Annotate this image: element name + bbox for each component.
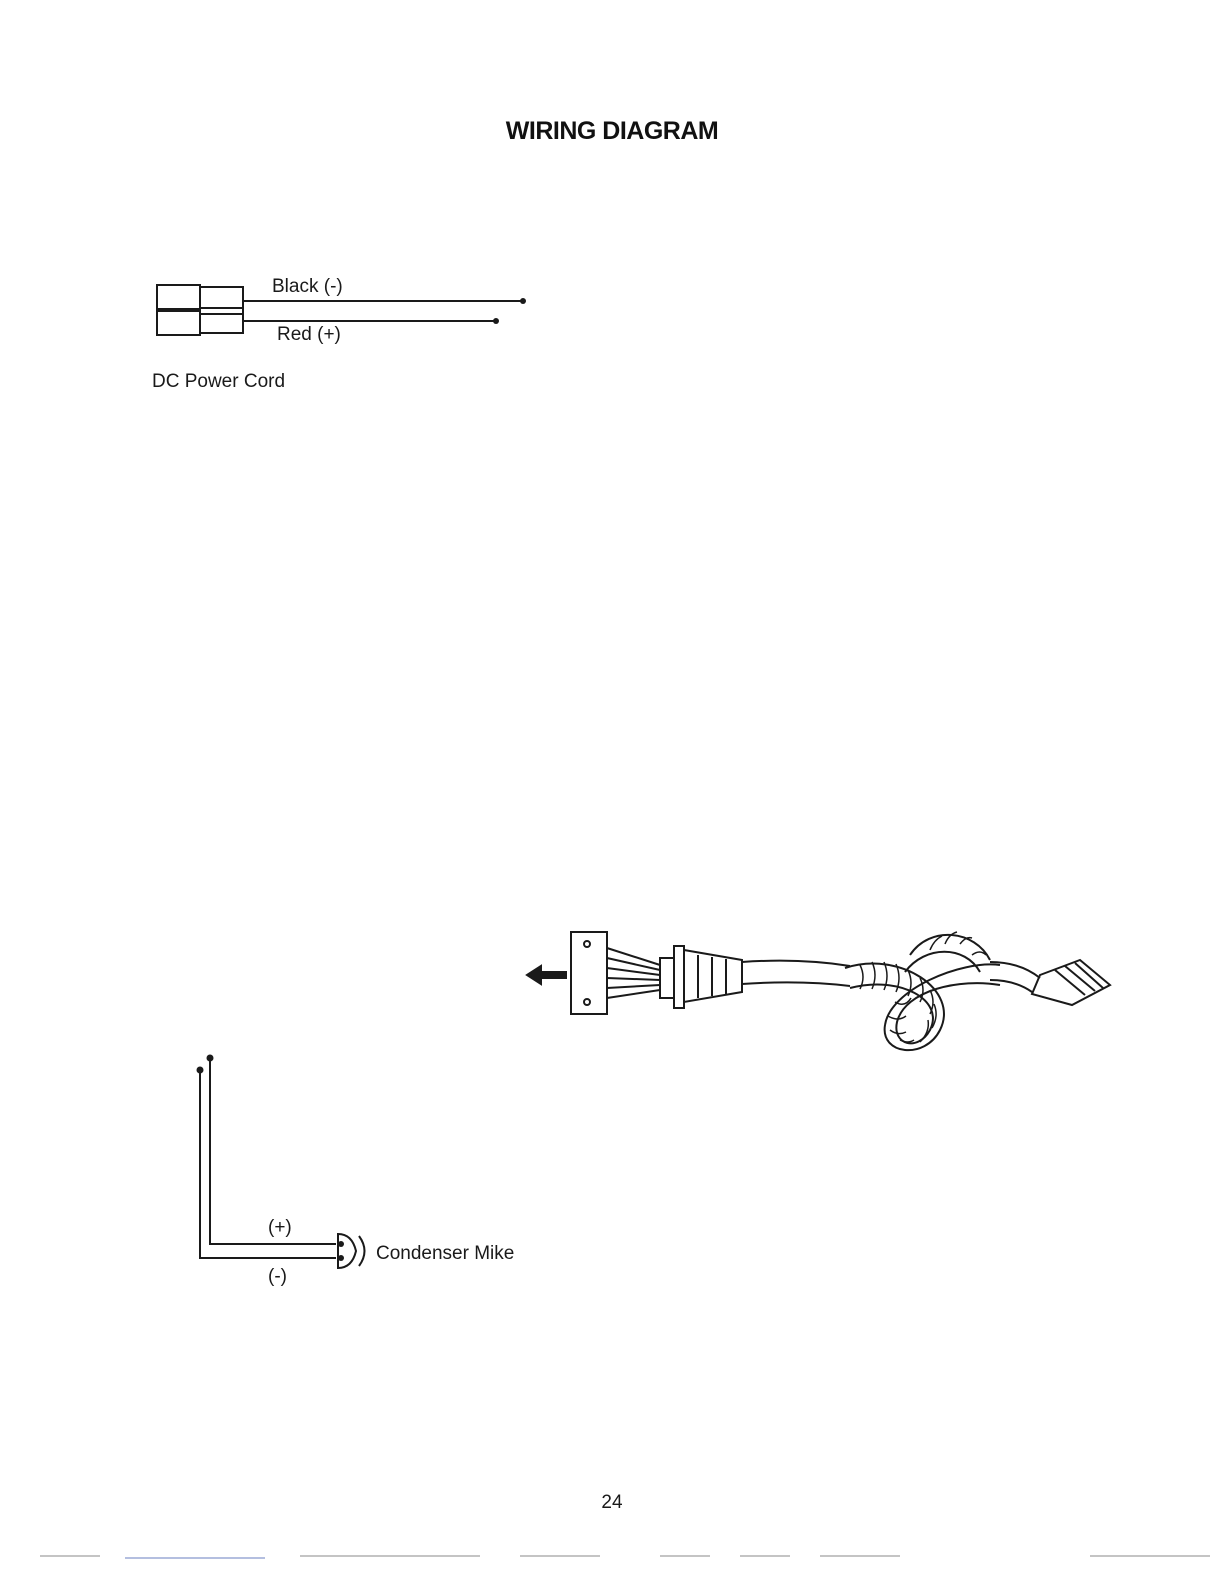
power-connector (157, 285, 243, 335)
black-wire-end (520, 298, 526, 304)
mike-minus-label: (-) (268, 1266, 287, 1288)
red-wire-end (493, 318, 499, 324)
black-wire-label: Black (-) (272, 276, 343, 298)
dc-power-cord-caption: DC Power Cord (152, 371, 285, 393)
condenser-mike-symbol (338, 1234, 365, 1268)
condenser-mike-caption: Condenser Mike (376, 1243, 514, 1265)
mike-plus-label: (+) (268, 1217, 292, 1239)
page-number: 24 (0, 1492, 1224, 1514)
power-wires (243, 301, 523, 321)
mike-wire-end-2 (197, 1067, 204, 1074)
left-arrow-icon (527, 966, 566, 984)
red-wire-label: Red (+) (277, 324, 341, 346)
scan-artifacts (40, 1556, 1210, 1558)
mic-cord-illustration (527, 932, 1110, 1050)
mike-wire-end-1 (207, 1055, 214, 1062)
